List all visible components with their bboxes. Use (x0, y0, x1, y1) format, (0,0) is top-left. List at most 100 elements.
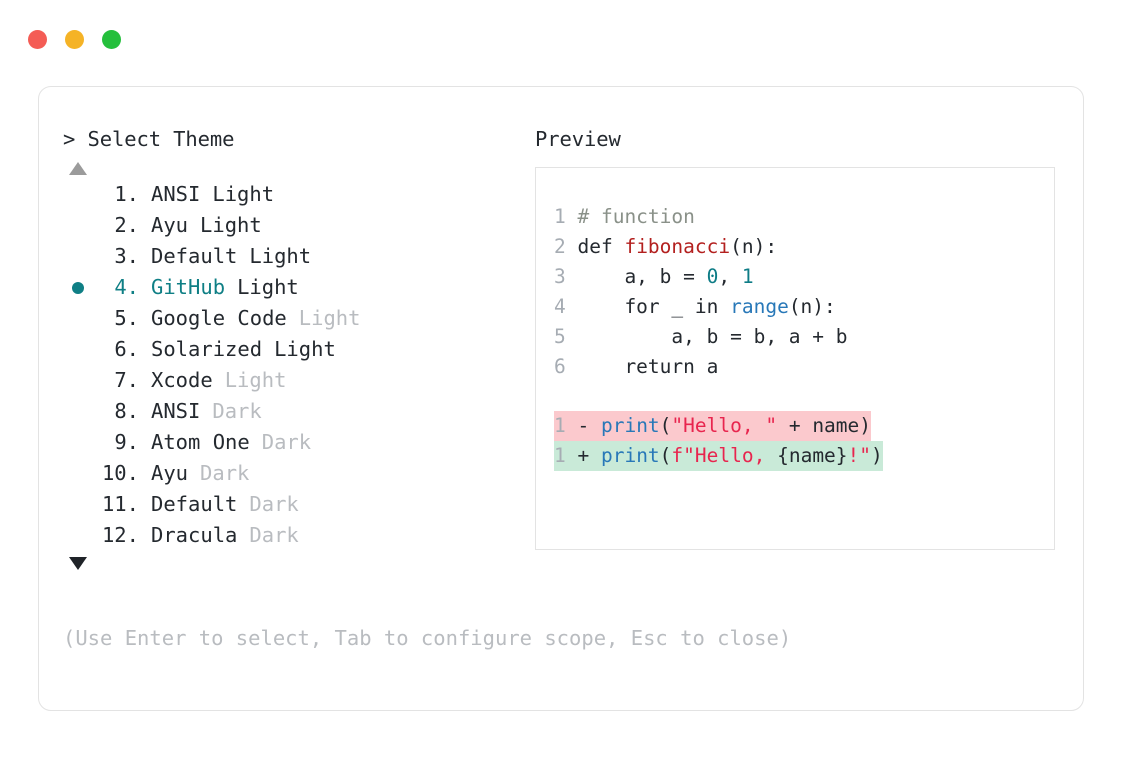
theme-item-name: Ayu (151, 213, 189, 237)
code-token: ( (659, 444, 672, 467)
code-token: print (600, 414, 660, 437)
code-token: range (730, 295, 789, 318)
code-token: !" (847, 444, 872, 467)
diff-sign: - (577, 414, 601, 437)
bullet-placeholder (63, 458, 93, 489)
diff-sign: + (577, 444, 601, 467)
code-line-number: 6 (554, 355, 578, 378)
theme-item-index: 7. (114, 368, 139, 392)
theme-list-item[interactable]: 11. Default Dark (63, 489, 533, 520)
bullet-placeholder (63, 520, 93, 551)
code-line-number: 2 (554, 235, 578, 258)
diff-added-line: 1 + print(f"Hello, {name}!") (554, 441, 883, 471)
theme-item-variant: Dark (249, 523, 299, 547)
theme-item-index: 8. (114, 399, 139, 423)
theme-item-index: 6. (114, 337, 139, 361)
theme-item-variant: Light (237, 275, 299, 299)
theme-item-variant: Light (249, 244, 312, 268)
theme-item-variant: Dark (249, 492, 299, 516)
theme-item-variant: Light (274, 337, 336, 361)
code-line: 4 for _ in range(n): (554, 292, 1054, 322)
theme-item-name: Atom One (151, 430, 250, 454)
code-token: , (718, 265, 742, 288)
preview-heading: Preview (535, 127, 621, 151)
triangle-down-icon[interactable] (69, 557, 87, 570)
code-line-number: 1 (554, 205, 578, 228)
maximize-dot[interactable] (102, 30, 121, 49)
triangle-up-icon[interactable] (69, 162, 87, 175)
theme-item-variant: Dark (200, 461, 250, 485)
theme-list-item[interactable]: 12. Dracula Dark (63, 520, 533, 551)
code-line: 3 a, b = 0, 1 (554, 262, 1054, 292)
theme-item-name: ANSI (151, 399, 201, 423)
theme-item-variant: Light (224, 368, 287, 392)
theme-item-variant: Light (298, 306, 361, 330)
code-token: 0 (706, 265, 719, 288)
code-line: 2 def fibonacci(n): (554, 232, 1054, 262)
theme-item-index: 5. (114, 306, 139, 330)
theme-item-name: Xcode (151, 368, 213, 392)
code-token: {name} (777, 444, 848, 467)
code-line: 5 a, b = b, a + b (554, 322, 1054, 352)
theme-item-name: ANSI (151, 182, 201, 206)
bullet-placeholder (63, 396, 93, 427)
theme-item-index: 10. (101, 461, 139, 485)
selected-bullet-icon (63, 272, 93, 303)
bullet-placeholder (63, 427, 93, 458)
theme-item-name: Default (151, 492, 238, 516)
theme-item-name: Ayu (151, 461, 189, 485)
theme-item-variant: Light (200, 213, 262, 237)
window-titlebar (28, 30, 121, 49)
bullet-placeholder (63, 241, 93, 272)
theme-item-index: 12. (101, 523, 139, 547)
code-token: a, b = (577, 265, 707, 288)
bullet-placeholder (63, 303, 93, 334)
diff-block: 1 - print("Hello, " + name)1 + print(f"H… (536, 411, 1054, 471)
code-token: a, b = b, a + b (577, 325, 848, 348)
theme-list-item[interactable]: 6. Solarized Light (63, 334, 533, 365)
code-token: (n): (788, 295, 836, 318)
theme-item-name: Default (151, 244, 238, 268)
close-dot[interactable] (28, 30, 47, 49)
code-token: # function (577, 205, 695, 228)
diff-row: 1 + print(f"Hello, {name}!") (554, 441, 1054, 471)
bullet-placeholder (63, 179, 93, 210)
theme-item-index: 4. (114, 275, 139, 299)
selected-dot (72, 281, 84, 294)
theme-item-name: Google Code (151, 306, 287, 330)
theme-item-variant: Dark (261, 430, 312, 454)
code-token: + name) (777, 414, 872, 437)
theme-item-name: Dracula (151, 523, 238, 547)
code-token: 1 (741, 265, 754, 288)
minimize-dot[interactable] (65, 30, 84, 49)
theme-list-item[interactable]: 5. Google Code Light (63, 303, 533, 334)
code-token: f"Hello, (671, 444, 778, 467)
diff-line-number: 1 (554, 444, 578, 467)
code-token: return a (577, 355, 719, 378)
code-token: print (600, 444, 660, 467)
diff-row: 1 - print("Hello, " + name) (554, 411, 1054, 441)
theme-list-item[interactable]: 7. Xcode Light (63, 365, 533, 396)
code-line-number: 3 (554, 265, 578, 288)
code-line-number: 4 (554, 295, 578, 318)
theme-item-name: Solarized (151, 337, 263, 361)
theme-item-index: 11. (101, 492, 139, 516)
theme-item-variant: Light (212, 182, 275, 206)
code-token: (n): (730, 235, 778, 258)
bullet-placeholder (63, 210, 93, 241)
theme-list-item[interactable]: 10. Ayu Dark (63, 458, 533, 489)
code-token: for _ in (577, 295, 731, 318)
bullet-placeholder (63, 365, 93, 396)
